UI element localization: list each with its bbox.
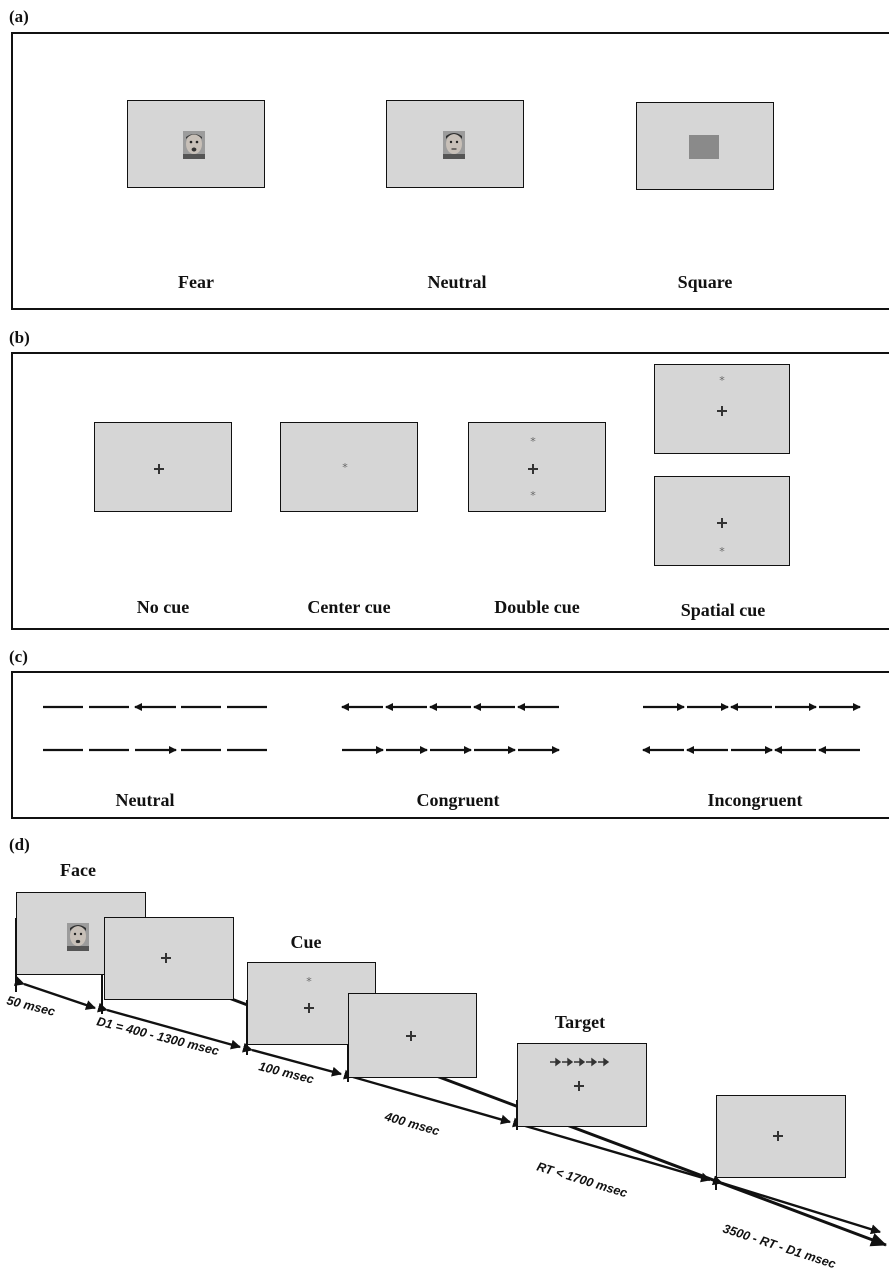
fixation-screen-2 (348, 993, 477, 1078)
spatial-cue-bottom-screen: * (654, 476, 790, 566)
fixation-cross (528, 464, 538, 474)
duration-label-4: 400 msec (382, 1109, 441, 1138)
event-title-cue: Cue (290, 932, 322, 952)
fixation-cross (574, 1081, 584, 1091)
duration-label-6: 3500 - RT - D1 msec (721, 1222, 837, 1272)
panel-b-label: (b) (9, 328, 30, 347)
panel-a: Fear Neutral Square (11, 32, 889, 310)
panel-c-label: (c) (9, 647, 28, 666)
caption-spatial-cue: Spatial cue (680, 600, 766, 620)
double-cue-top-star: * (530, 435, 536, 448)
neutral-face-icon (443, 131, 465, 159)
fear-face-screen (127, 100, 265, 188)
fixation-screen-1 (104, 917, 234, 1000)
panel-c: Neutral Congruent Incongruent (11, 671, 889, 819)
fixation-cross (406, 1031, 416, 1041)
center-cue-star: * (342, 461, 348, 474)
caption-incongruent: Incongruent (707, 790, 803, 810)
fixation-cross (773, 1131, 783, 1141)
no-cue-screen (94, 422, 232, 512)
double-cue-screen: * * (468, 422, 606, 512)
fixation-cross (717, 406, 727, 416)
duration-label-3: 100 msec (257, 1059, 315, 1086)
caption-neutral: Neutral (427, 272, 487, 292)
caption-no-cue: No cue (136, 597, 190, 617)
fixation-cross (717, 518, 727, 528)
gray-square (689, 135, 719, 159)
event-title-target: Target (554, 1012, 606, 1032)
square-screen (636, 102, 774, 190)
event-title-face: Face (60, 860, 96, 880)
target-screen (517, 1043, 647, 1127)
panel-b: * * * * * No cue Center cue Double cue S… (11, 352, 889, 630)
spatial-cue-star: * (719, 545, 725, 558)
flanker-arrows (43, 703, 861, 754)
duration-segments (13, 976, 881, 1235)
fear-face-icon (183, 131, 205, 159)
spatial-cue-star: * (719, 374, 725, 387)
spatial-cue-top-screen: * (654, 364, 790, 454)
fixation-cross (161, 953, 171, 963)
neutral-face-screen (386, 100, 524, 188)
caption-center-cue: Center cue (307, 597, 391, 617)
cue-star: * (306, 975, 312, 988)
panel-a-label: (a) (9, 7, 29, 26)
fixation-cross (304, 1003, 314, 1013)
double-cue-bottom-star: * (530, 489, 536, 502)
fixation-cross (154, 464, 164, 474)
duration-label-5: RT < 1700 msec (535, 1159, 629, 1200)
target-arrows (550, 1057, 610, 1067)
duration-label-1: 50 msec (5, 993, 56, 1019)
caption-neutral-flanker: Neutral (115, 790, 175, 810)
center-cue-screen: * (280, 422, 418, 512)
caption-square: Square (677, 272, 733, 292)
caption-congruent: Congruent (416, 790, 500, 810)
caption-fear: Fear (178, 272, 214, 292)
panel-d-label: (d) (9, 835, 30, 854)
fixation-screen-3 (716, 1095, 846, 1178)
face-icon (67, 923, 89, 951)
caption-double-cue: Double cue (494, 597, 580, 617)
